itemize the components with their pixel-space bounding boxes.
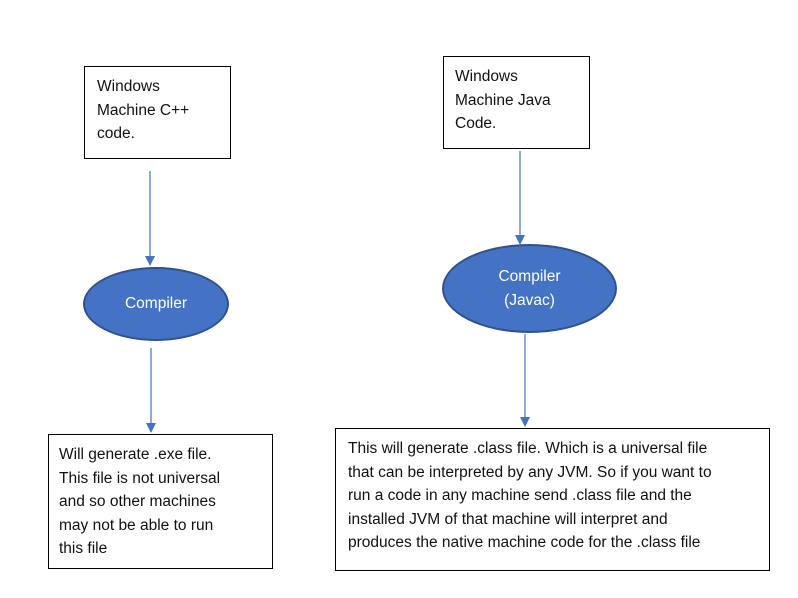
cpp-source-box: Windows Machine C++ code. [84,66,231,159]
cpp-output-box: Will generate .exe file. This file is no… [48,434,273,569]
cpp-compiler-node: Compiler [83,267,229,341]
java-output-box: This will generate .class file. Which is… [335,428,770,571]
java-source-box: Windows Machine Java Code. [443,56,590,149]
java-compiler-node: Compiler (Javac) [442,244,617,333]
